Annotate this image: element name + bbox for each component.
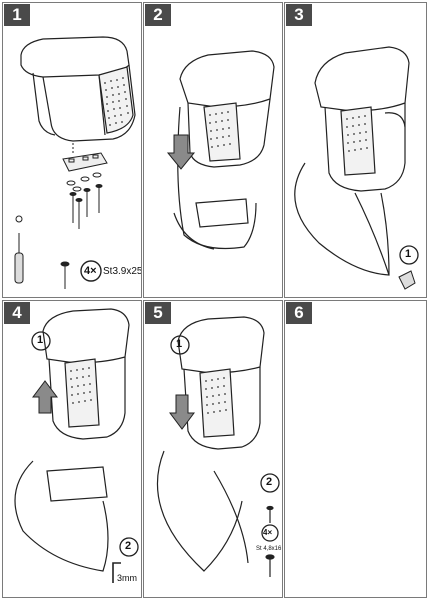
tool-hint-icon: [398, 270, 416, 290]
up-arrow-icon: [32, 380, 58, 414]
screw-count-label: 4×: [263, 528, 273, 537]
callout-number-bottom: 2: [125, 540, 132, 552]
step-number-badge: 3: [286, 4, 312, 26]
step-panel-5: 5: [143, 300, 283, 598]
callout-number: 1: [405, 248, 412, 260]
step-panel-4: 4: [2, 300, 142, 598]
step-panel-1: 1: [2, 2, 142, 298]
screw-spec-label: St3.9x25: [103, 266, 142, 277]
lining-installation-illustration: [294, 46, 419, 290]
step-panel-3: 3 1: [284, 2, 427, 298]
screw-spec-label: St 4,8x16: [256, 546, 282, 552]
callout-number-bottom: 2: [266, 476, 273, 488]
armrest-exploded-illustration: [14, 36, 136, 289]
final-fastening-illustration: [156, 316, 280, 577]
callout-number-top: 1: [176, 338, 183, 350]
down-arrow-icon: [166, 134, 196, 170]
step-number-badge: 2: [145, 4, 171, 26]
callout-number-top: 1: [37, 334, 44, 346]
step-panel-2: 2: [143, 2, 283, 298]
step-number-badge: 5: [145, 302, 171, 324]
tool-size-label: 3mm: [117, 573, 137, 583]
step-number-badge: 4: [4, 302, 30, 324]
down-arrow-icon: [169, 394, 195, 430]
screw-count-label: 4×: [84, 265, 97, 277]
armrest-raising-illustration: [14, 308, 139, 583]
hex-key-icon: [112, 562, 121, 583]
step-panel-6: 6: [284, 300, 427, 598]
step-number-badge: 6: [286, 302, 312, 324]
step-number-badge: 1: [4, 4, 30, 26]
armrest-lowering-illustration: [166, 50, 275, 250]
